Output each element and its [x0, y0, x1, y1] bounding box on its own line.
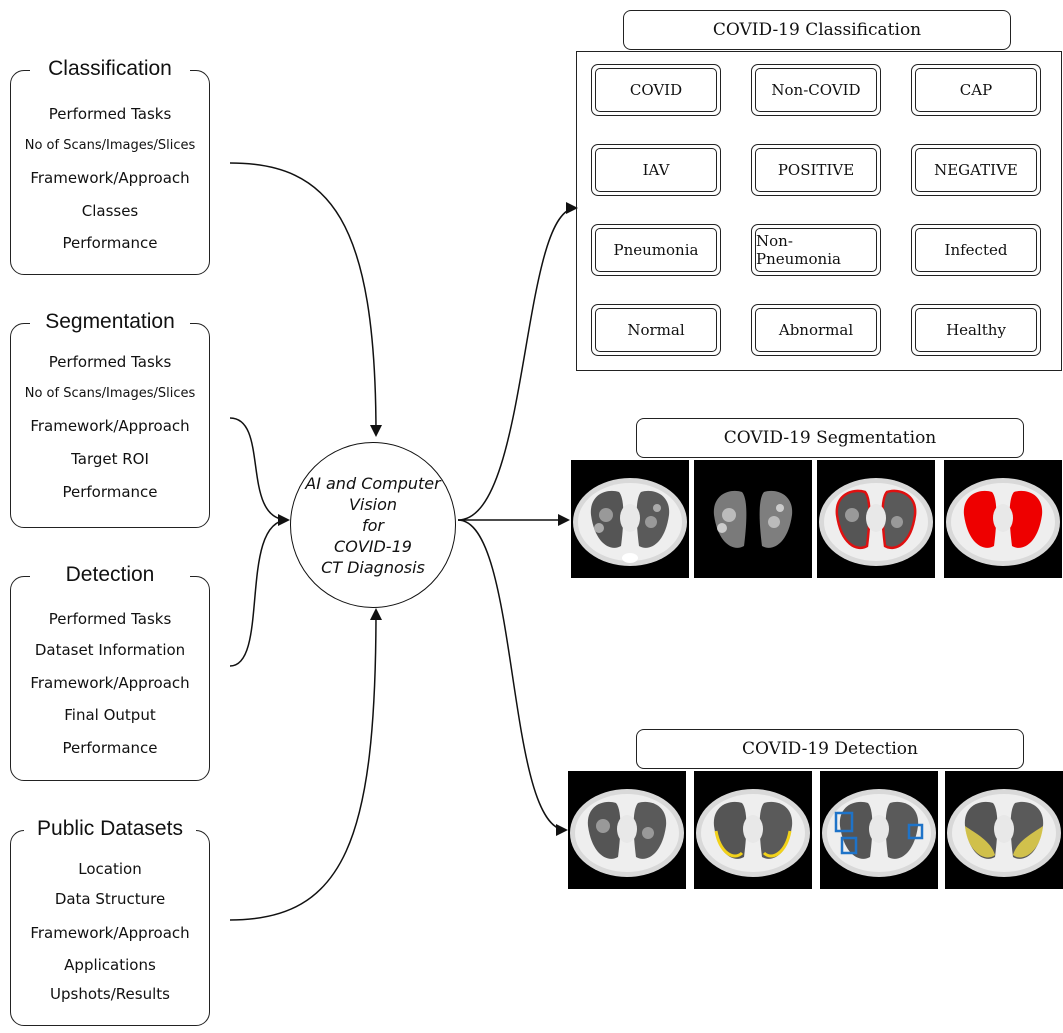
ct-scan-detection-original: [568, 771, 686, 889]
class-label: COVID: [595, 68, 717, 112]
panel-item: Location: [78, 860, 142, 878]
class-label: POSITIVE: [755, 148, 877, 192]
arrow-hub-to-classification: [457, 202, 578, 521]
class-chip: POSITIVE: [751, 144, 881, 196]
detection-panel: Detection Performed Tasks Dataset Inform…: [10, 563, 210, 781]
class-chip: Abnormal: [751, 304, 881, 356]
class-chip: Infected: [911, 224, 1041, 276]
class-chip: Normal: [591, 304, 721, 356]
panel-item: No of Scans/Images/Slices: [24, 138, 196, 153]
panel-item: Framework/Approach: [30, 924, 190, 942]
class-label: Pneumonia: [595, 228, 717, 272]
hub-line: AI and Computer: [305, 473, 441, 493]
segmentation-panel: Segmentation Performed Tasks No of Scans…: [10, 310, 210, 528]
arrow-segmentation-to-hub: [229, 417, 290, 526]
arrow-detection-to-hub: [229, 519, 289, 667]
panel-item: Performance: [62, 483, 158, 501]
ct-scan-detection-outline: [694, 771, 812, 889]
central-hub-circle: AI and Computer Vision for COVID-19 CT D…: [290, 442, 456, 608]
panel-item: Performed Tasks: [48, 105, 172, 123]
panel-item: Final Output: [64, 706, 156, 724]
panel-item: Framework/Approach: [30, 169, 190, 187]
classification-panel: Classification Performed Tasks No of Sca…: [10, 57, 210, 275]
hub-line: COVID-19: [334, 536, 412, 556]
classification-grid: COVID Non-COVID CAP IAV POSITIVE NEGATIV…: [576, 51, 1062, 371]
detection-section-title: COVID-19 Detection: [636, 729, 1024, 769]
class-chip: COVID: [591, 64, 721, 116]
panel-item: Framework/Approach: [30, 417, 190, 435]
class-chip: Pneumonia: [591, 224, 721, 276]
class-label: Healthy: [915, 308, 1037, 352]
hub-line: Vision: [348, 494, 398, 514]
arrow-hub-to-detection: [457, 519, 568, 836]
panel-item: Applications: [64, 956, 156, 974]
ct-scan-original: [571, 460, 689, 578]
panel-item: Performed Tasks: [48, 353, 172, 371]
classification-section-title: COVID-19 Classification: [623, 10, 1011, 50]
class-chip: NEGATIVE: [911, 144, 1041, 196]
class-label: IAV: [595, 148, 717, 192]
class-chip: IAV: [591, 144, 721, 196]
panel-item: Target ROI: [71, 450, 149, 468]
panel-item: Data Structure: [54, 890, 166, 908]
panel-item: Upshots/Results: [50, 985, 170, 1003]
class-chip: Healthy: [911, 304, 1041, 356]
hub-line: CT Diagnosis: [321, 557, 425, 577]
class-chip: Non-Pneumonia: [751, 224, 881, 276]
panel-title: Segmentation: [30, 310, 190, 334]
panel-title: Detection: [30, 563, 190, 587]
ct-scan-lung-mask: [694, 460, 812, 578]
class-chip: Non-COVID: [751, 64, 881, 116]
segmentation-section-title: COVID-19 Segmentation: [636, 418, 1024, 458]
class-label: CAP: [915, 68, 1037, 112]
panel-title: Classification: [30, 57, 190, 81]
hub-label: AI and Computer Vision for COVID-19 CT D…: [305, 473, 440, 578]
class-label: Non-COVID: [755, 68, 877, 112]
panel-item: Performance: [62, 739, 158, 757]
panel-item: Framework/Approach: [30, 674, 190, 692]
class-label: Abnormal: [755, 308, 877, 352]
public-datasets-panel: Public Datasets Location Data Structure …: [10, 817, 210, 1026]
arrow-classification-to-hub: [229, 162, 382, 437]
class-chip: CAP: [911, 64, 1041, 116]
panel-item: Performance: [62, 234, 158, 252]
class-label: Infected: [915, 228, 1037, 272]
class-label: Normal: [595, 308, 717, 352]
panel-title: Public Datasets: [24, 817, 196, 841]
ct-scan-filled-mask: [944, 460, 1062, 578]
arrow-datasets-to-hub: [229, 608, 382, 921]
ct-scan-detection-boxes: [820, 771, 938, 889]
panel-item: Dataset Information: [34, 641, 186, 659]
class-label: NEGATIVE: [915, 148, 1037, 192]
panel-item: Performed Tasks: [48, 610, 172, 628]
ct-scan-detection-heatmap: [945, 771, 1063, 889]
ct-scan-outline-overlay: [817, 460, 935, 578]
panel-item: No of Scans/Images/Slices: [24, 386, 196, 401]
panel-item: Classes: [81, 202, 139, 220]
class-label: Non-Pneumonia: [755, 228, 877, 272]
hub-line: for: [361, 515, 384, 535]
